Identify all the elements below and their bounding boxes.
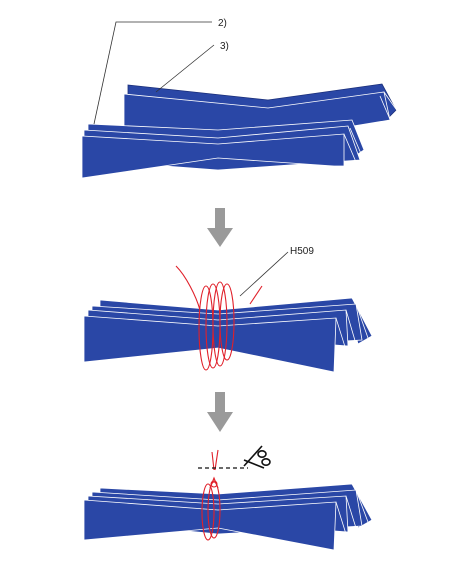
leader-line-3 <box>155 44 215 93</box>
step3-trimmed-stack <box>83 445 373 551</box>
step1-label-b: 3) <box>220 41 229 52</box>
step1-label-a: 2) <box>218 18 227 29</box>
down-arrow-icon <box>207 392 233 432</box>
step2-tied-stack: H509 <box>83 246 373 373</box>
step1-folded-stacks: 2) 3) <box>81 18 399 179</box>
scissors-icon <box>243 445 271 469</box>
step2-label: H509 <box>290 246 314 257</box>
leader-line-h509 <box>239 251 289 297</box>
leader-line-2 <box>93 21 212 125</box>
front-fan-stack <box>81 95 393 179</box>
thread-knot <box>201 449 221 541</box>
thread-wraps <box>175 265 263 371</box>
down-arrow-icon <box>207 208 233 247</box>
